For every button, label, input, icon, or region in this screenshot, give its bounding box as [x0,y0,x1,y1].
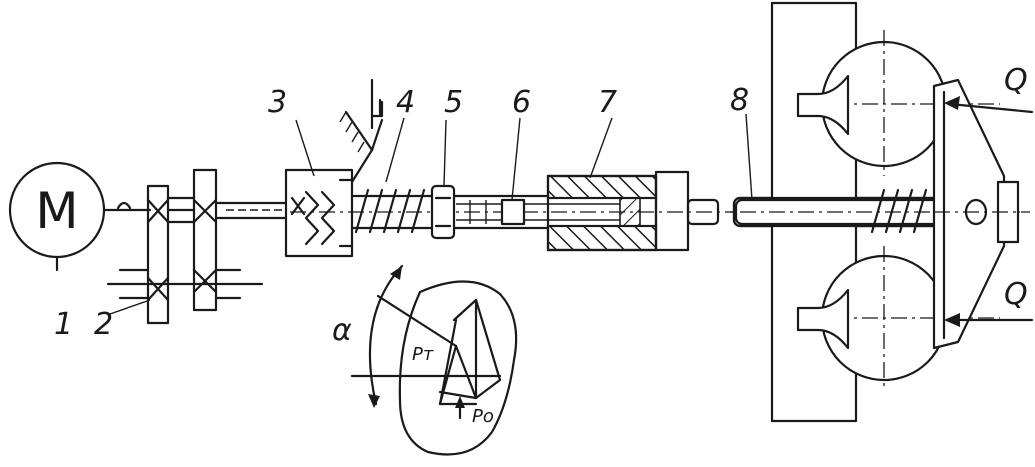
label-4: 4 [396,85,415,120]
lever-support [339,78,384,184]
label-3: 3 [268,85,287,120]
clutch [284,168,354,258]
motor: M [8,161,106,272]
gear-train [106,168,264,325]
motor-label: M [35,182,78,240]
q-top-arrow [944,96,1034,114]
q-bottom-arrow [944,313,1034,327]
label-7: 7 [598,85,617,120]
label-8: 8 [730,83,749,118]
label-2: 2 [94,307,113,342]
collar-5 [430,184,456,240]
pressure-lever [932,78,1030,350]
label-q-top: Q [1004,63,1028,98]
nut-7 [546,170,690,252]
label-alpha: α [332,313,352,348]
label-po: Pо [472,406,494,427]
upper-roller [796,30,1000,176]
label-pt: Pт [412,344,434,365]
label-1: 1 [54,307,73,342]
shaft-coupling-mark [116,201,132,210]
drive-shaft [214,201,288,220]
leader-lines [109,113,753,315]
label-5: 5 [444,85,463,120]
spring-4 [354,188,426,234]
screw-6 [456,198,548,226]
label-6: 6 [512,85,531,120]
detail-inset [350,264,518,456]
label-q-bottom: Q [1004,277,1028,312]
